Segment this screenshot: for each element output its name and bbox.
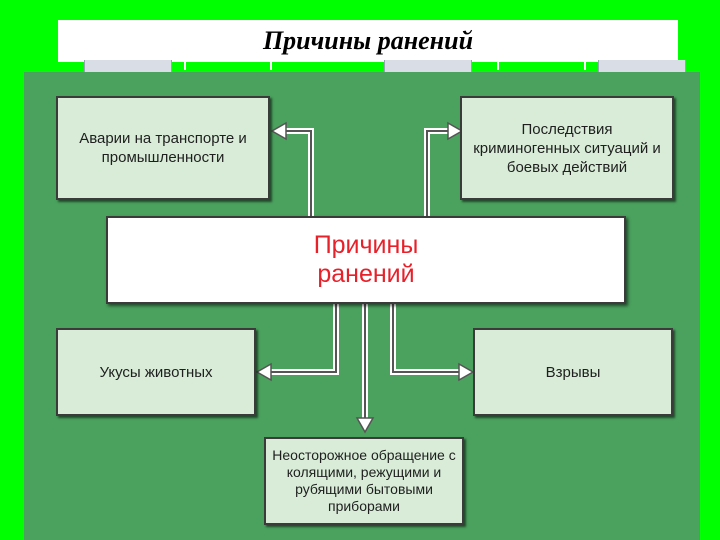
box-tools-label: Неосторожное обращение с колящими, режущ… (272, 447, 456, 514)
box-household-tools: Неосторожное обращение с колящими, режущ… (264, 437, 464, 525)
box-transport-label: Аварии на транспорте и промышленности (79, 130, 247, 166)
arrowhead-right-icon (458, 362, 475, 382)
arrowhead-right-icon (447, 121, 464, 141)
box-explosions-label: Взрывы (545, 363, 601, 381)
background-tick (184, 62, 186, 70)
arrow-to-animals (268, 304, 339, 375)
box-criminal-situations: Последствия криминогенных ситуаций и бое… (460, 96, 674, 200)
arrowhead-left-icon (270, 121, 287, 141)
arrow-to-criminal (424, 128, 450, 216)
slide-title: Причины ранений (262, 26, 474, 55)
background-tick (584, 62, 586, 70)
slide-title-bar: Причины ранений (58, 20, 678, 62)
center-label: Причины ранений (313, 231, 419, 288)
background-tick (497, 62, 499, 70)
center-box: Причины ранений (106, 216, 626, 304)
box-transport-accidents: Аварии на транспорте и промышленности (56, 96, 270, 200)
arrow-to-transport (284, 128, 314, 216)
arrow-to-explosions (390, 304, 462, 375)
box-criminal-label: Последствия криминогенных ситуаций и бое… (473, 120, 661, 176)
arrowhead-down-icon (355, 417, 375, 434)
arrowhead-left-icon (255, 362, 272, 382)
box-animal-bites: Укусы животных (56, 328, 256, 416)
background-tick (270, 62, 272, 70)
box-animals-label: Укусы животных (99, 363, 213, 381)
box-explosions: Взрывы (473, 328, 673, 416)
